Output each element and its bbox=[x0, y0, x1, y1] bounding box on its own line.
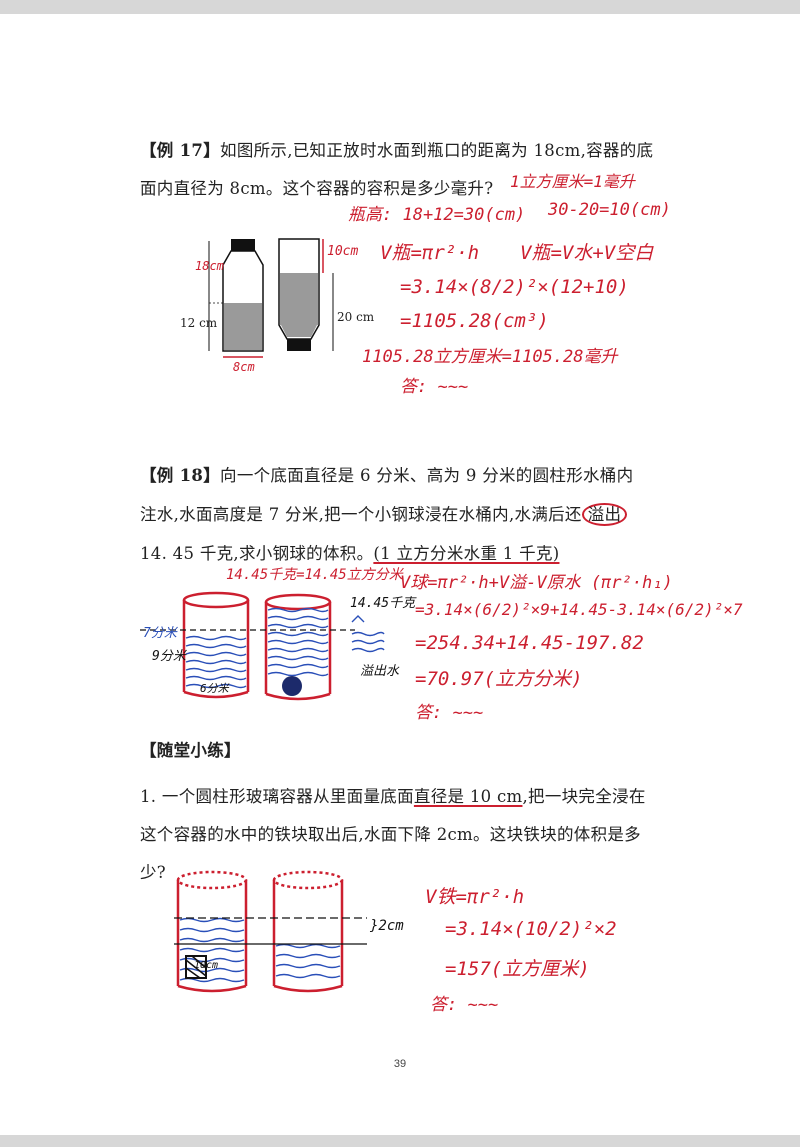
practice-hw-10cm: 10cm bbox=[194, 960, 219, 971]
bottom-scan-band bbox=[0, 1135, 800, 1147]
practice-q1-text1c: ,把一块完全浸在 bbox=[522, 787, 646, 806]
practice-hw-answer: 答: ~~~ bbox=[430, 995, 499, 1015]
ex17-hw-formula2: V瓶=V水+V空白 bbox=[520, 242, 654, 264]
ex17-line1: 【例 17】如图所示,已知正放时水面到瓶口的距离为 18cm,容器的底 bbox=[140, 132, 653, 170]
ex18-hw-overflow-water: 溢出水 bbox=[360, 664, 400, 679]
ex17-hw-answer: 答: ~~~ bbox=[400, 377, 469, 397]
practice-q1-text3: 少? bbox=[140, 863, 166, 882]
ex18-tag: 【例 18】 bbox=[140, 466, 221, 485]
top-scan-band bbox=[0, 0, 800, 14]
ex17-hw-calc2: =1105.28(cm³) bbox=[400, 310, 549, 332]
ex18-line2: 注水,水面高度是 7 分米,把一个小钢球浸在水桶内,水满后还溢出 bbox=[140, 496, 628, 534]
ex18-line1: 【例 18】向一个底面直径是 6 分米、高为 9 分米的圆柱形水桶内 bbox=[140, 457, 633, 495]
ex17-line2: 面内直径为 8cm。这个容器的容积是多少毫升? bbox=[140, 170, 493, 208]
ex17-text1: 如图所示,已知正放时水面到瓶口的距离为 18cm,容器的底 bbox=[220, 141, 654, 160]
ex17-fig-8cm: 8cm bbox=[233, 360, 255, 374]
ex18-hw-answer: 答: ~~~ bbox=[415, 703, 484, 723]
ex18-text3: 14. 45 千克,求小钢球的体积。 bbox=[140, 544, 374, 563]
practice-q1-text2: 这个容器的水中的铁块取出后,水面下降 2cm。这块铁块的体积是多 bbox=[140, 825, 641, 844]
ex17-hw-formula1: V瓶=πr²·h bbox=[380, 242, 480, 264]
ex18-hw-calc1: =3.14×(6/2)²×9+14.45-3.14×(6/2)²×7 bbox=[415, 600, 743, 619]
ex18-hw-calc2: =254.34+14.45-197.82 bbox=[415, 632, 644, 654]
ex17-tag: 【例 17】 bbox=[140, 141, 221, 160]
ex18-hw-calc3: =70.97(立方分米) bbox=[415, 668, 583, 690]
ex18-hw-kg: 14.45千克 bbox=[350, 596, 416, 611]
practice-containers-figure bbox=[174, 870, 367, 993]
page-number: 39 bbox=[393, 1058, 407, 1070]
ex17-fig-12cm: 12 cm bbox=[180, 316, 218, 330]
ex18-line3: 14. 45 千克,求小钢球的体积。(1 立方分米水重 1 千克) bbox=[140, 535, 559, 573]
practice-q1-diameter: 直径是 10 cm bbox=[413, 787, 523, 806]
ex17-fig-20cm: 20 cm bbox=[337, 310, 375, 324]
ex17-hw-calc3: 1105.28立方厘米=1105.28毫升 bbox=[362, 347, 618, 367]
practice-hw-formula: V铁=πr²·h bbox=[425, 886, 525, 908]
ex18-text2: 注水,水面高度是 7 分米,把一个小钢球浸在水桶内,水满后还 bbox=[140, 505, 582, 524]
ex17-fig-10cm: 10cm bbox=[327, 244, 359, 259]
practice-q1-line3: 少? bbox=[140, 854, 166, 892]
ex18-circled-overflow: 溢出 bbox=[581, 503, 628, 526]
ex17-text2: 面内直径为 8cm。这个容器的容积是多少毫升? bbox=[140, 179, 494, 198]
ex18-hw-9dm: 9分米 bbox=[152, 649, 186, 664]
ex17-hw-height: 瓶高: 18+12=30(cm) bbox=[348, 205, 526, 225]
ex18-buckets-figure bbox=[140, 591, 385, 701]
practice-hw-calc1: =3.14×(10/2)²×2 bbox=[445, 918, 617, 940]
practice-q1-line2: 这个容器的水中的铁块取出后,水面下降 2cm。这块铁块的体积是多 bbox=[140, 816, 641, 854]
ex18-hw-formula: V球=πr²·h+V溢-V原水 (πr²·h₁) bbox=[400, 573, 673, 593]
practice-hw-2cm: }2cm bbox=[370, 918, 404, 934]
ex17-hw-unit: 1立方厘米=1毫升 bbox=[510, 172, 635, 191]
ex18-hw-7dm: 7分米 bbox=[143, 626, 177, 641]
ex17-hw-height2: 30-20=10(cm) bbox=[548, 200, 671, 220]
ex18-hw-6dm: 6分米 bbox=[200, 682, 229, 695]
practice-hw-calc2: =157(立方厘米) bbox=[445, 958, 590, 980]
ex17-hw-calc1: =3.14×(8/2)²×(12+10) bbox=[400, 276, 629, 298]
practice-q1-text1a: 1. 一个圆柱形玻璃容器从里面量底面 bbox=[140, 787, 414, 806]
ex18-text3-note: (1 立方分米水重 1 千克) bbox=[373, 544, 560, 563]
ex18-hw-conversion: 14.45千克=14.45立方分米 bbox=[226, 567, 403, 583]
practice-q1-line1: 1. 一个圆柱形玻璃容器从里面量底面直径是 10 cm,把一块完全浸在 bbox=[140, 778, 646, 816]
ex18-text1: 向一个底面直径是 6 分米、高为 9 分米的圆柱形水桶内 bbox=[220, 466, 634, 485]
ex17-bottles-figure bbox=[208, 238, 334, 358]
ex17-fig-18cm: 18cm bbox=[195, 259, 224, 273]
practice-heading: 【随堂小练】 bbox=[140, 741, 241, 760]
